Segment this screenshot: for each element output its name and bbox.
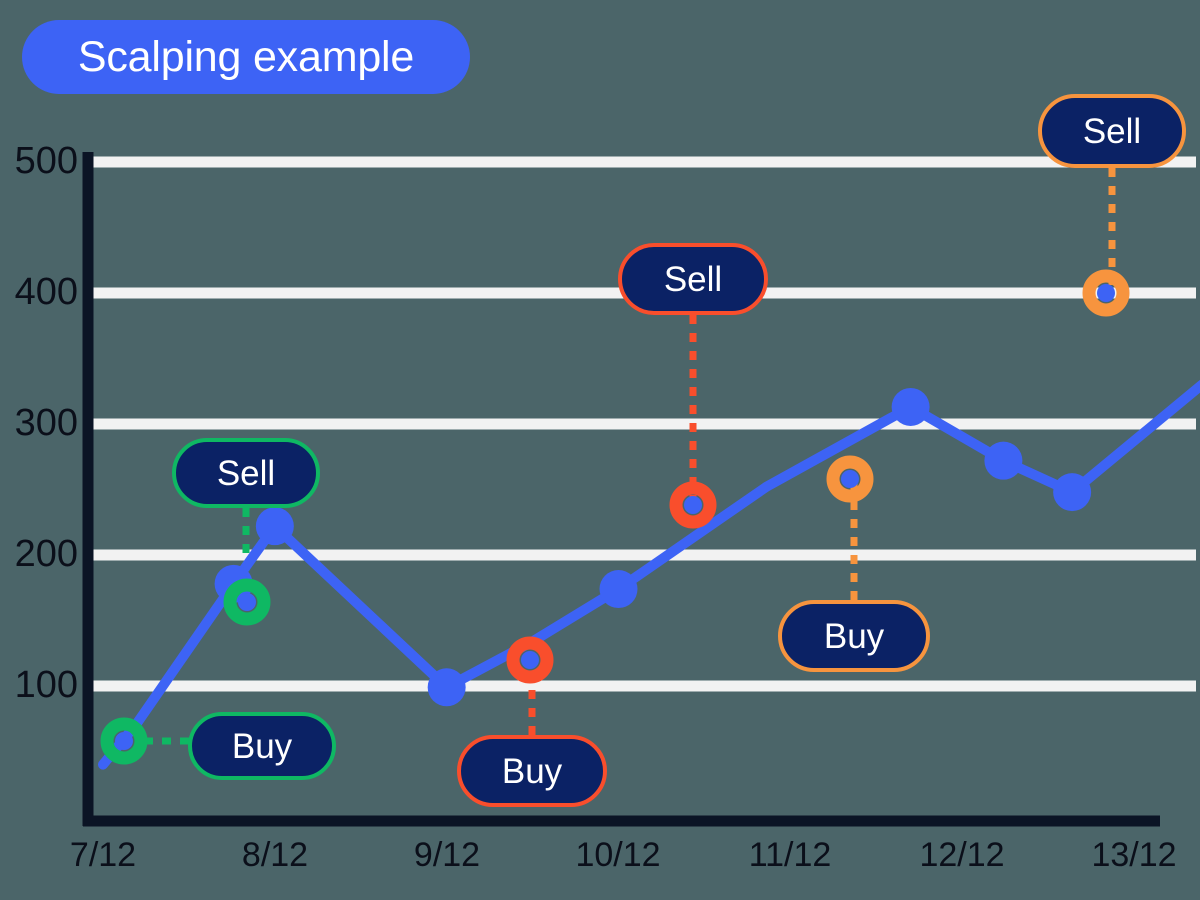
x-axis-tick-label: 13/12 — [1091, 836, 1177, 874]
trade-pill-buy-3[interactable]: Buy — [778, 600, 930, 672]
x-axis-tick-label: 7/12 — [69, 836, 137, 874]
y-axis-tick-label: 100 — [14, 664, 78, 706]
y-axis-tick-label: 300 — [14, 402, 78, 444]
axis-lines-group — [82, 152, 1160, 827]
y-axis-tick-label: 400 — [14, 271, 78, 313]
price-points-group — [214, 387, 1092, 707]
trade-pill-label: Buy — [823, 616, 885, 656]
trade-marker-core-buy-2 — [521, 651, 539, 669]
data-point — [255, 507, 294, 546]
x-axis-tick-label: 11/12 — [748, 836, 832, 874]
page-title: Scalping example — [77, 32, 415, 81]
trade-marker-ring-buy-2[interactable] — [506, 636, 554, 684]
trade-marker-core-buy-1 — [115, 732, 133, 750]
y-axis-tick-label: 500 — [14, 140, 78, 182]
trade-pill-buy-1[interactable]: Buy — [188, 712, 336, 780]
trade-marker-ring-buy-1[interactable] — [100, 717, 148, 765]
trade-pill-buy-2[interactable]: Buy — [457, 735, 607, 807]
x-axis-tick-label: 8/12 — [241, 836, 309, 874]
trade-marker-core-buy-3 — [841, 470, 859, 488]
trade-pill-label: Buy — [231, 726, 293, 766]
trade-marker-ring-sell-3[interactable] — [1082, 269, 1130, 317]
trade-markers-group — [100, 269, 1130, 765]
trade-pill-sell-1[interactable]: Sell — [172, 438, 320, 508]
trade-pill-label: Sell — [216, 453, 276, 493]
gridlines-group — [88, 156, 1196, 692]
trade-marker-ring-buy-3[interactable] — [826, 455, 874, 503]
x-axis-tick-label: 12/12 — [919, 836, 1005, 874]
trade-pill-label: Buy — [501, 751, 563, 791]
trade-marker-core-sell-3 — [1097, 284, 1115, 302]
trade-marker-ring-sell-1[interactable] — [223, 578, 271, 626]
trade-pill-sell-2[interactable]: Sell — [618, 243, 768, 315]
data-point — [1053, 473, 1092, 512]
data-point — [891, 387, 930, 426]
trade-marker-core-sell-1 — [238, 593, 256, 611]
x-axis-tick-label: 10/12 — [575, 836, 661, 874]
x-axis-tick-label: 9/12 — [413, 836, 481, 874]
trade-marker-core-sell-2 — [684, 496, 702, 514]
y-axis-tick-label: 200 — [14, 533, 78, 575]
trade-pill-label: Sell — [663, 259, 723, 299]
trade-pill-sell-3[interactable]: Sell — [1038, 94, 1186, 168]
data-point — [599, 570, 638, 609]
trade-marker-ring-sell-2[interactable] — [669, 481, 717, 529]
trade-pill-label: Sell — [1082, 111, 1142, 151]
data-point — [427, 668, 466, 707]
data-point — [984, 441, 1023, 480]
chart-title-badge: Scalping example — [22, 20, 470, 94]
